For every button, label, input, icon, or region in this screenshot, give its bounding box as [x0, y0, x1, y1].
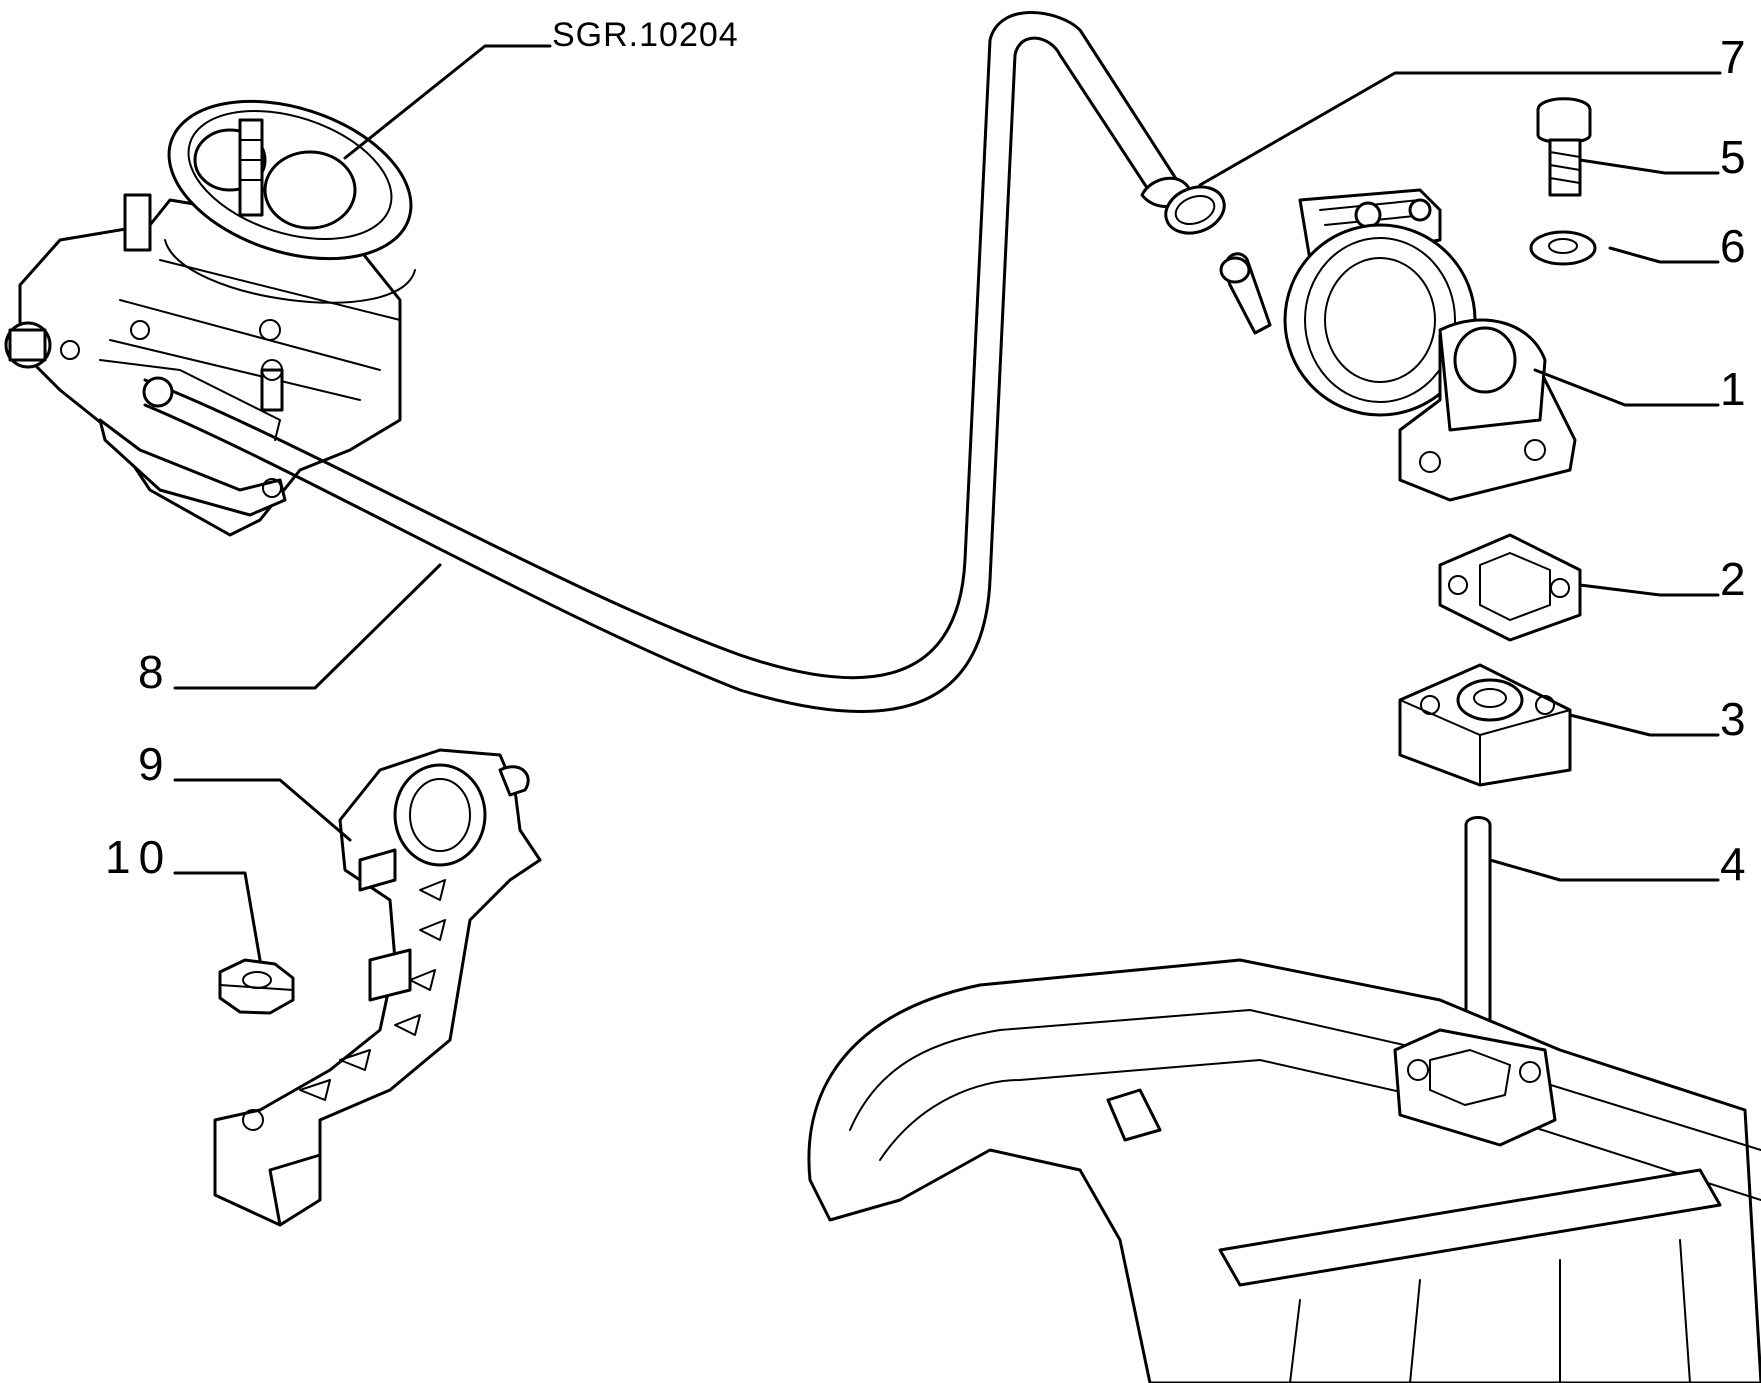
callout-4: 4: [1720, 838, 1746, 890]
bracket: [213, 748, 542, 1227]
callout-8: 8: [138, 646, 164, 698]
callout-7: 7: [1720, 31, 1746, 83]
intake-manifold: [807, 958, 1761, 1383]
callout-5: 5: [1720, 131, 1746, 183]
callout-6: 6: [1720, 220, 1746, 272]
bolt: [1536, 97, 1592, 197]
pushrod: [1464, 816, 1492, 1029]
drawing-code: SGR.10204: [552, 16, 739, 54]
hex-nut: [218, 958, 295, 1015]
callout-9: 9: [138, 738, 164, 790]
carburetor-assembly: [4, 99, 416, 537]
washer: [1529, 230, 1597, 266]
callout-10: 10: [105, 831, 172, 883]
callout-3: 3: [1720, 693, 1746, 745]
gasket: [1438, 533, 1582, 642]
hose-clamp: [1164, 185, 1226, 235]
callout-2: 2: [1720, 553, 1746, 605]
fuel-pump: [1219, 188, 1577, 502]
callout-1: 1: [1720, 363, 1746, 415]
leader-lines: [173, 44, 1722, 962]
insulating-spacer: [1398, 663, 1572, 787]
